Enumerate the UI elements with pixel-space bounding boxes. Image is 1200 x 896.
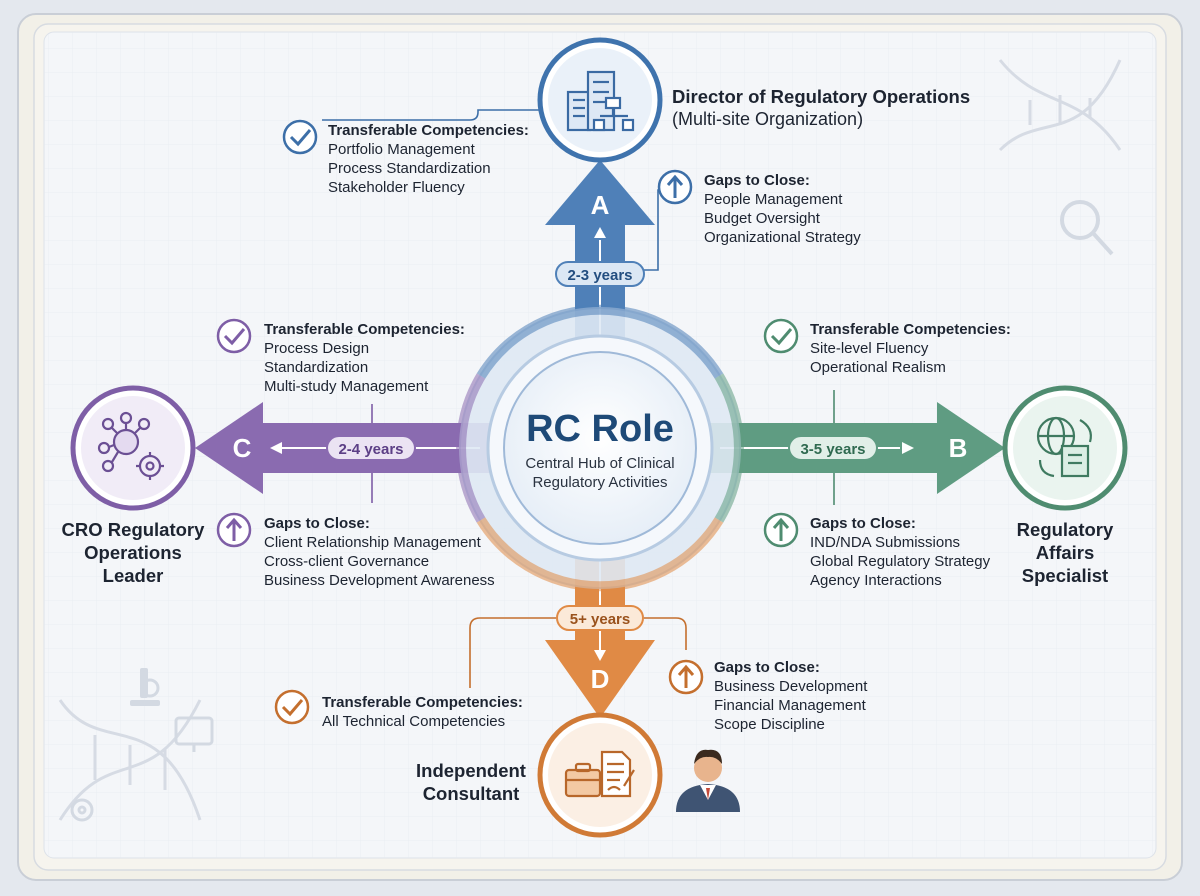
dna-decoration-bottom-left-icon xyxy=(58,699,202,821)
path-a-transferable-item: Stakeholder Fluency xyxy=(328,179,465,196)
path-b-letter: B xyxy=(948,433,968,463)
connector-d-gaps xyxy=(644,617,687,650)
connector-d-transferable xyxy=(469,617,556,688)
path-b-title-line: Regulatory xyxy=(1016,519,1114,540)
hub-core xyxy=(503,351,697,545)
path-d-duration-pill: 5+ years xyxy=(556,605,644,631)
path-b-gaps-item: IND/NDA Submissions xyxy=(810,534,961,551)
path-d-title-line: Independent xyxy=(416,760,526,781)
path-c-gaps-item: Client Relationship Management xyxy=(264,534,481,551)
path-b-transferable-item: Operational Realism xyxy=(810,359,946,376)
check-icon-c xyxy=(216,318,252,354)
check-icon-b xyxy=(763,318,799,354)
connector-a-transferable xyxy=(322,109,545,121)
path-b-gaps-item: Global Regulatory Strategy xyxy=(810,553,991,570)
path-a-transferable-item: Process Standardization xyxy=(328,160,491,177)
path-b-duration-pill: 3-5 years xyxy=(788,435,878,461)
path-a-letter: A xyxy=(590,190,610,220)
path-a-title: Director of Regulatory Operations xyxy=(672,86,971,107)
hub-subtitle: Central Hub of Clinical Regulatory Activ… xyxy=(525,455,675,491)
hub-ring-a xyxy=(476,304,724,379)
node-a-director-circle xyxy=(537,37,663,163)
check-icon-a xyxy=(282,119,318,155)
up-arrow-icon-a xyxy=(657,169,693,205)
hub-ring-d xyxy=(476,517,724,592)
consultant-avatar-icon xyxy=(676,749,740,812)
path-c-gaps-item: Cross-client Governance xyxy=(264,553,430,570)
path-c-transferable-heading: Transferable Competencies: xyxy=(264,321,465,338)
path-b-title-line: Specialist xyxy=(1021,565,1109,586)
path-d-letter: D xyxy=(590,664,610,694)
path-b-gaps-heading: Gaps to Close: xyxy=(810,515,916,532)
path-c-duration-pill: 2-4 years xyxy=(326,435,416,461)
hub-ring-b xyxy=(714,373,744,523)
check-icon-d xyxy=(274,689,310,725)
up-arrow-icon-b xyxy=(763,512,799,548)
magnifier-decoration-icon xyxy=(1060,200,1114,256)
path-d-gaps-item: Business Development xyxy=(714,678,868,695)
path-c-letter: C xyxy=(232,433,252,463)
path-c-gaps-heading: Gaps to Close: xyxy=(264,515,370,532)
path-a-subtitle: (Multi-site Organization) xyxy=(672,109,864,129)
path-b-gaps-item: Agency Interactions xyxy=(810,572,942,589)
network-gear-icon xyxy=(97,411,164,480)
path-d-gaps-heading: Gaps to Close: xyxy=(714,659,820,676)
gear-decoration-icon xyxy=(70,798,94,822)
path-c-gaps-item: Business Development Awareness xyxy=(264,572,495,589)
path-a-gaps-item: People Management xyxy=(704,191,843,208)
path-b-title-line: Affairs xyxy=(1035,542,1095,563)
path-a-gaps-item: Budget Oversight xyxy=(704,210,820,227)
global-regulatory-icon xyxy=(1036,416,1092,478)
node-c-cro-leader-circle xyxy=(70,385,196,511)
up-arrow-icon-c xyxy=(216,512,252,548)
path-b-transferable-item: Site-level Fluency xyxy=(810,340,929,357)
briefcase-document-icon xyxy=(564,750,635,798)
path-d-transferable-heading: Transferable Competencies: xyxy=(322,694,523,711)
node-b-regulatory-affairs-circle xyxy=(1002,385,1128,511)
path-d-title-line: Consultant xyxy=(422,783,520,804)
organization-building-icon xyxy=(566,70,635,132)
hub-ring-c xyxy=(456,373,486,523)
dna-decoration-top-right-icon xyxy=(998,59,1122,152)
path-d-gaps-item: Scope Discipline xyxy=(714,716,825,733)
path-c-transferable-item: Process Design xyxy=(264,340,370,357)
node-d-consultant-circle xyxy=(537,712,663,838)
path-c-transferable-item: Standardization xyxy=(264,359,369,376)
path-d-transferable-item: All Technical Competencies xyxy=(322,713,506,730)
microscope-decoration-icon xyxy=(130,668,160,706)
path-c-title-line: Operations xyxy=(84,542,182,563)
path-c-title-line: Leader xyxy=(102,565,164,586)
path-a-transferable-heading: Transferable Competencies: xyxy=(328,122,529,139)
monitor-decoration-icon xyxy=(174,716,214,752)
path-c-title-line: CRO Regulatory xyxy=(61,519,205,540)
path-d-gaps-item: Financial Management xyxy=(714,697,866,714)
path-a-gaps-heading: Gaps to Close: xyxy=(704,172,810,189)
path-c-transferable-item: Multi-study Management xyxy=(264,378,429,395)
hub-title: RC Role xyxy=(526,408,674,450)
path-a-gaps-item: Organizational Strategy xyxy=(704,229,861,246)
path-a-duration-pill: 2-3 years xyxy=(555,261,645,287)
path-b-transferable-heading: Transferable Competencies: xyxy=(810,321,1011,338)
up-arrow-icon-d xyxy=(668,659,704,695)
path-a-transferable-item: Portfolio Management xyxy=(328,141,475,158)
